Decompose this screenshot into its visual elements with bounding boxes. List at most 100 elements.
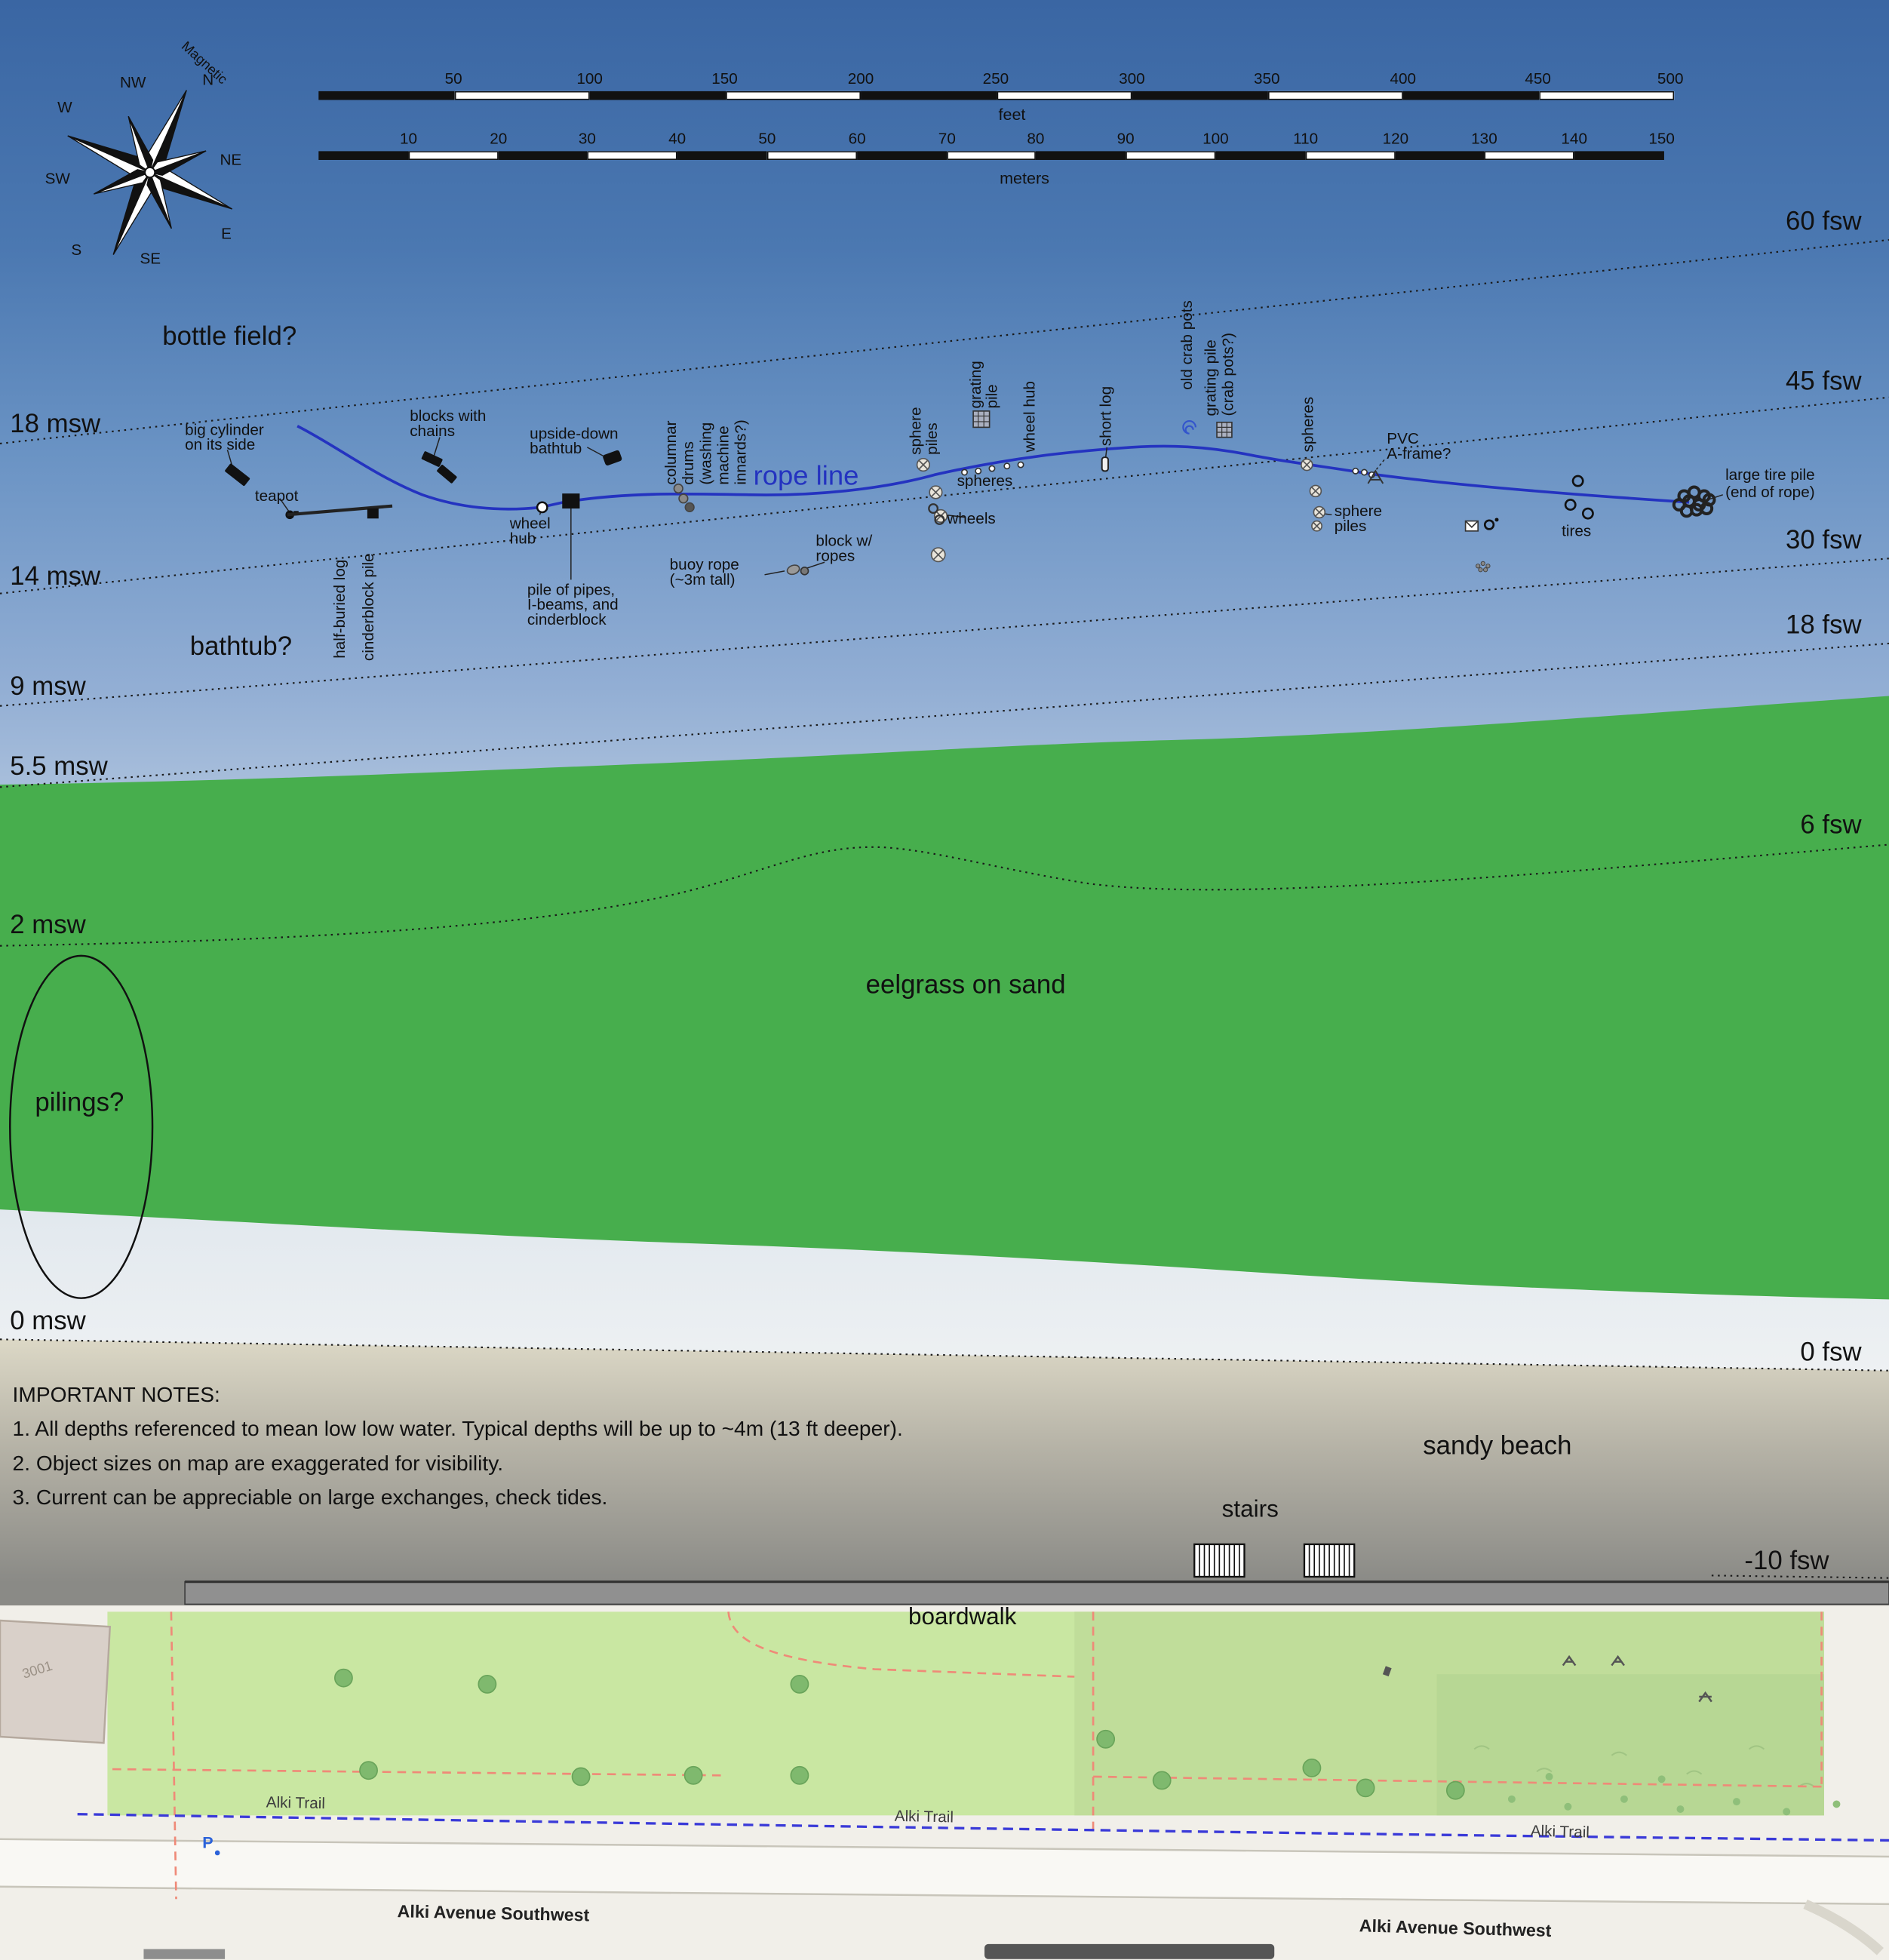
half-buried-log-icon bbox=[287, 504, 393, 517]
cinderblock-pile-label: cinderblock pile bbox=[359, 553, 378, 662]
meters-tick: 140 bbox=[1561, 130, 1587, 148]
columnar-drums-label: (washing bbox=[697, 422, 715, 485]
sphere-piles-label: piles bbox=[923, 422, 941, 455]
feet-tick: 450 bbox=[1525, 69, 1551, 88]
columnar-drums-label: drums bbox=[679, 441, 698, 485]
depth-label-fsw: 6 fsw bbox=[1800, 810, 1862, 840]
bathtub-area-label: bathtub? bbox=[189, 631, 293, 662]
meters-tick: 70 bbox=[938, 130, 956, 148]
wheel-hub1-icon bbox=[536, 501, 548, 514]
grating-pile2-icon bbox=[1216, 421, 1233, 438]
columnar-drums-label: machine bbox=[714, 425, 733, 485]
half-buried-log-label: half-buried log bbox=[330, 559, 349, 659]
rope-line-path bbox=[296, 425, 1690, 511]
depth-label-fsw: 0 fsw bbox=[1800, 1338, 1862, 1367]
notes-line: 1. All depths referenced to mean low low… bbox=[12, 1417, 903, 1441]
compass-sw: SW bbox=[45, 170, 70, 188]
single-ring-icon bbox=[1483, 519, 1495, 530]
compass-se: SE bbox=[140, 250, 161, 268]
feet-tick: 400 bbox=[1390, 69, 1417, 88]
large-tire-pile-label: large tire pile bbox=[1725, 465, 1815, 484]
stairs-label: stairs bbox=[1221, 1497, 1279, 1523]
large-tire-pile-icon bbox=[1672, 485, 1716, 518]
wheels-icons bbox=[928, 503, 945, 525]
boardwalk-label: boardwalk bbox=[908, 1604, 1017, 1631]
cinderblock-pile-icon bbox=[367, 508, 379, 519]
road-surface bbox=[0, 1839, 1889, 1904]
depth-label-msw: 5.5 msw bbox=[10, 751, 108, 782]
spheres-label: spheres bbox=[1299, 396, 1317, 453]
meters-scale-bar bbox=[318, 151, 1664, 160]
large-tire-pile-label: (end of rope) bbox=[1725, 483, 1815, 502]
parking-dot bbox=[214, 1850, 220, 1856]
road-curve-southeast bbox=[1803, 1899, 1884, 1955]
pile-of-pipes-label: cinderblock bbox=[527, 610, 607, 629]
feet-tick: 250 bbox=[982, 69, 1009, 88]
big-cylinder-label: on its side bbox=[185, 435, 256, 454]
rope-line-label: rope line bbox=[753, 459, 859, 491]
pvc-aframe-label: PVC bbox=[1387, 429, 1419, 447]
compass-w: W bbox=[57, 98, 72, 117]
envelope-icon bbox=[1464, 520, 1479, 532]
upside-down-bathtub-label: upside-down bbox=[530, 425, 619, 443]
blocks-with-chains-label: blocks with bbox=[410, 407, 487, 425]
alki-trail-label: Alki Trail bbox=[266, 1793, 326, 1813]
old-crab-pots-label: old crab pots bbox=[1178, 300, 1196, 390]
pile-of-pipes-label: I-beams, and bbox=[527, 595, 619, 614]
buoy-rope-label: (~3m tall) bbox=[669, 570, 736, 589]
pvc-aframe-label: A-frame? bbox=[1387, 444, 1451, 462]
stairs-icon bbox=[1193, 1543, 1356, 1578]
eelgrass-label: eelgrass on sand bbox=[865, 970, 1066, 1000]
bushes bbox=[1507, 1773, 1841, 1816]
feet-tick: 100 bbox=[576, 69, 603, 88]
feet-scale-bar bbox=[318, 91, 1675, 100]
wheels-label: wheels bbox=[947, 509, 996, 527]
depth-label-msw: 2 msw bbox=[10, 911, 86, 940]
tires-icons bbox=[1564, 475, 1594, 520]
wheel-hub-label: wheel hub bbox=[1021, 381, 1039, 453]
alki-avenue-label: Alki Avenue Southwest bbox=[397, 1900, 590, 1925]
block-w-ropes-label: block w/ bbox=[815, 532, 873, 550]
meters-tick: 110 bbox=[1293, 130, 1319, 148]
contour-0fsw bbox=[0, 1338, 1889, 1372]
columnar-drums-label: columnar bbox=[662, 420, 680, 485]
alki-trail-label: Alki Trail bbox=[1530, 1822, 1590, 1842]
meters-tick: 100 bbox=[1203, 130, 1229, 148]
meters-tick: 10 bbox=[400, 130, 418, 148]
feet-tick: 500 bbox=[1657, 69, 1684, 88]
road-edge-top bbox=[0, 1838, 1889, 1858]
meters-tick: 30 bbox=[578, 130, 596, 148]
block-w-ropes-icon bbox=[800, 567, 809, 576]
contour-minus10fsw bbox=[1711, 1574, 1889, 1579]
blocks-with-chains-icon bbox=[421, 451, 457, 484]
blocks-with-chains-label: chains bbox=[410, 422, 456, 440]
columnar-drums-label: innards?) bbox=[732, 419, 750, 485]
meters-tick: 40 bbox=[668, 130, 686, 148]
depth-contours bbox=[0, 238, 1889, 1579]
alki-trail-label: Alki Trail bbox=[894, 1807, 954, 1826]
pilings-ellipse bbox=[9, 954, 154, 1299]
meters-tick: 150 bbox=[1648, 130, 1675, 148]
meters-scale-label: meters bbox=[1000, 168, 1049, 188]
debris-cluster-icon bbox=[1476, 561, 1491, 573]
depth-label-msw: 9 msw bbox=[10, 671, 86, 702]
wheel-hub-label: hub bbox=[509, 530, 536, 548]
feet-tick: 350 bbox=[1254, 69, 1280, 88]
depth-label-msw: 18 msw bbox=[10, 410, 101, 439]
depth-label-fsw: -10 fsw bbox=[1744, 1547, 1829, 1576]
grating-pile-label: (crab pots?) bbox=[1219, 333, 1237, 416]
meters-tick: 130 bbox=[1471, 130, 1497, 148]
sphere-piles-label: piles bbox=[1334, 517, 1367, 535]
grating-pile-label: grating bbox=[966, 361, 985, 409]
feet-tick: 200 bbox=[847, 69, 874, 88]
structure-bar-south bbox=[984, 1943, 1275, 1959]
short-log-label: short log bbox=[1097, 386, 1115, 447]
compass-nw: NW bbox=[119, 73, 146, 91]
feet-tick: 300 bbox=[1119, 69, 1145, 88]
feet-tick: 150 bbox=[711, 69, 738, 88]
trees bbox=[334, 1668, 1465, 1800]
feet-scale-label: feet bbox=[998, 105, 1026, 124]
feet-tick: 50 bbox=[444, 69, 462, 88]
